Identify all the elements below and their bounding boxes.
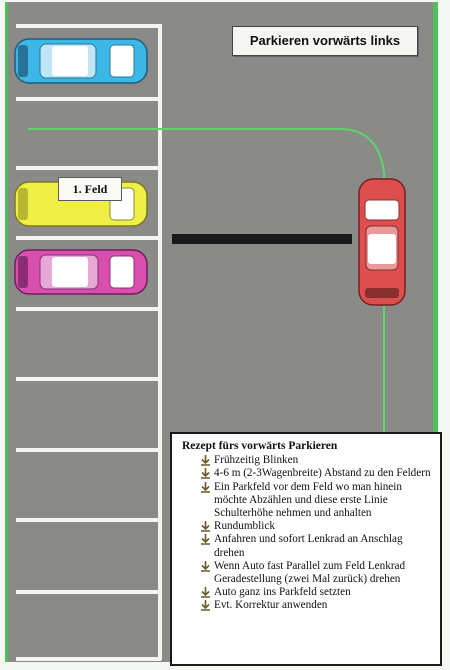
parking-stripe: [16, 166, 161, 170]
recipe-step: Auto ganz ins Parkfeld setzten: [200, 586, 432, 599]
field-label: 1. Feld: [58, 177, 122, 201]
parking-stripe: [16, 307, 161, 311]
recipe-step-text: Rundumblick: [214, 520, 275, 533]
parking-stripe: [16, 236, 161, 240]
recipe-step: Rundumblick: [200, 520, 432, 533]
recipe-steps: Frühzeitig Blinken 4-6 m (2-3Wagenbreite…: [182, 454, 432, 612]
red-car: [356, 178, 408, 306]
parking-stripe: [16, 377, 161, 381]
parking-curb: [158, 24, 162, 100]
recipe-step: Evt. Korrektur anwenden: [200, 599, 432, 612]
arrow-down-bullet-icon: [201, 534, 210, 546]
recipe-step-text: Auto ganz ins Parkfeld setzten: [214, 586, 351, 599]
recipe-step: Wenn Auto fast Parallel zum Feld Lenkrad…: [200, 560, 432, 586]
recipe-step-text: 4-6 m (2-3Wagenbreite) Abstand zu den Fe…: [214, 467, 431, 480]
arrow-down-bullet-icon: [201, 600, 210, 612]
recipe-step: Frühzeitig Blinken: [200, 454, 432, 467]
parking-curb: [158, 377, 162, 451]
recipe-step: Anfahren und sofort Lenkrad an Anschlag …: [200, 533, 432, 559]
blue-car: [14, 36, 148, 86]
recipe-step: 4-6 m (2-3Wagenbreite) Abstand zu den Fe…: [200, 467, 432, 480]
recipe-step-text: Frühzeitig Blinken: [214, 454, 299, 467]
recipe-step-text: Wenn Auto fast Parallel zum Feld Lenkrad…: [214, 559, 406, 586]
parking-stripe: [16, 590, 161, 594]
arrow-down-bullet-icon: [201, 481, 210, 493]
parking-stripe: [16, 24, 161, 28]
parking-stripe: [16, 518, 161, 522]
arrow-down-bullet-icon: [201, 468, 210, 480]
parking-curb: [158, 448, 162, 521]
parking-curb: [158, 590, 162, 660]
parking-curb: [158, 307, 162, 380]
recipe-box: Rezept fürs vorwärts Parkieren Frühzeiti…: [170, 432, 442, 666]
pink-car: [14, 247, 148, 297]
parking-stripe: [16, 657, 161, 661]
parking-curb: [158, 518, 162, 593]
diagram-title: Parkieren vorwärts links: [232, 26, 418, 56]
recipe-step-text: Evt. Korrektur anwenden: [214, 599, 328, 612]
parking-curb: [158, 166, 162, 238]
arrow-down-bullet-icon: [201, 455, 210, 467]
recipe-step-text: Ein Parkfeld vor dem Feld wo man hinein …: [214, 480, 402, 520]
parking-stripe: [16, 97, 161, 101]
recipe-step-text: Anfahren und sofort Lenkrad an Anschlag …: [214, 533, 403, 559]
recipe-step: Ein Parkfeld vor dem Feld wo man hinein …: [200, 481, 432, 521]
parking-curb: [158, 97, 162, 169]
parking-stripe: [16, 448, 161, 452]
arrow-down-bullet-icon: [201, 521, 210, 533]
arrow-down-bullet-icon: [201, 560, 210, 572]
stop-line: [172, 234, 352, 244]
arrow-down-bullet-icon: [201, 587, 210, 599]
recipe-heading: Rezept fürs vorwärts Parkieren: [182, 440, 338, 452]
parking-curb: [158, 236, 162, 310]
